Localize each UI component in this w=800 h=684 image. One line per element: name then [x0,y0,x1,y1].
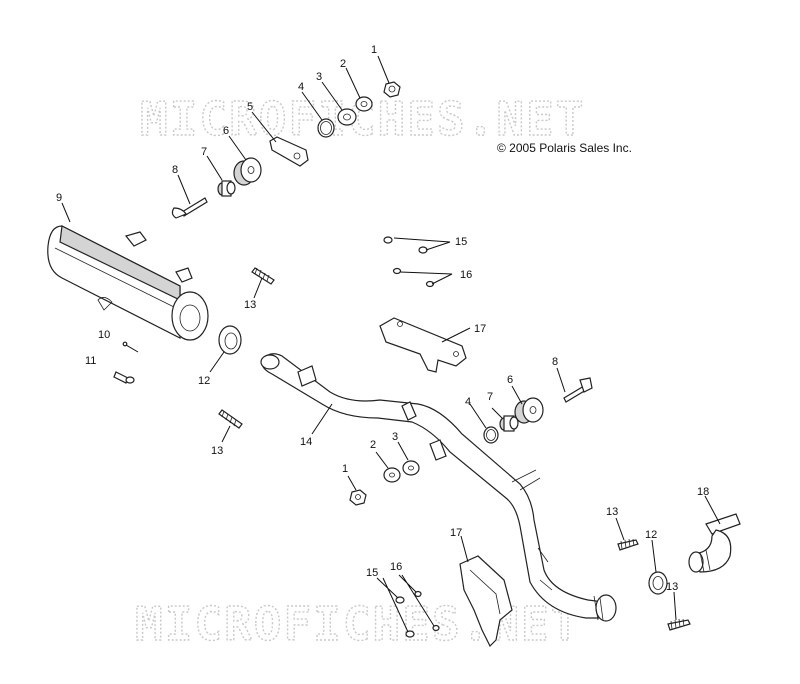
callout-13-right-upper: 13 [606,506,618,518]
callout-17-lower: 17 [450,527,462,539]
callout-4-lower: 4 [465,396,471,408]
callout-13-upper: 13 [244,299,256,311]
callout-14: 14 [300,436,312,448]
washer-part-3-lower [402,460,420,476]
callout-13-lower: 13 [211,445,223,457]
nut-part-1-upper [383,81,401,98]
ring-part-4-upper [317,118,335,138]
callout-13-right-lower: 13 [666,581,678,593]
heat-shield-part-17-upper [379,317,467,373]
bolt-part-8-lower [563,377,593,403]
callout-2-upper: 2 [340,58,346,70]
callout-10: 10 [98,329,110,341]
callout-16-upper: 16 [460,269,472,281]
callout-6-upper: 6 [223,125,229,137]
washer-part-16-lower [414,590,440,632]
callout-8-upper: 8 [172,164,178,176]
callout-16-lower: 16 [390,561,402,573]
heat-shield-part-17-lower [459,555,513,648]
pin-part-10 [122,341,139,353]
callout-12-left: 12 [198,375,210,387]
callout-17-upper: 17 [474,323,486,335]
copyright-notice: © 2005 Polaris Sales Inc. [497,141,632,155]
callout-18: 18 [697,486,709,498]
callout-6-lower: 6 [507,374,513,386]
callout-9: 9 [56,192,62,204]
gasket-part-12-left [218,325,242,355]
callout-15-upper: 15 [455,236,467,248]
callout-labels: 1 2 3 4 5 6 7 8 9 10 11 12 13 13 14 15 1… [56,44,709,593]
nut-part-1-lower [349,489,367,506]
spring-part-13-lower [218,409,243,429]
callout-7-lower: 7 [487,391,493,403]
bolt-part-8-upper [171,197,208,219]
spacer-part-7-lower [499,415,519,432]
elbow-part-18 [688,513,741,573]
watermark-bottom: MICROFICHES.NET [135,597,580,651]
callout-1-lower: 1 [342,463,348,475]
washer-part-2-upper [355,96,373,112]
callout-2-lower: 2 [370,439,376,451]
callout-15-lower: 15 [366,567,378,579]
callout-3-lower: 3 [392,431,398,443]
spring-part-13-right-lower [667,618,691,631]
leader-lines [61,55,721,633]
washer-part-2-lower [383,467,401,483]
callout-5: 5 [247,101,253,113]
callout-8-lower: 8 [552,356,558,368]
washer-part-16-upper [392,267,435,288]
bracket-part-5 [269,136,309,167]
callout-7-upper: 7 [201,146,207,158]
washer-part-3-upper [337,108,357,126]
gasket-part-12-right [648,571,668,595]
callout-3-upper: 3 [316,71,322,83]
ring-part-4-lower [483,426,499,444]
callout-12-right: 12 [645,529,657,541]
callout-4-upper: 4 [298,81,304,93]
muffler-part-9 [47,225,209,341]
screw-part-15-upper [383,236,428,254]
spring-part-13-upper [251,267,275,285]
spacer-part-7-upper [217,180,236,197]
callout-11: 11 [85,355,96,367]
plug-part-11 [113,371,135,384]
screw-part-15-lower [395,596,415,638]
grommet-part-6-lower [514,397,544,424]
head-pipe-part-14 [260,353,617,622]
callout-1-upper: 1 [371,44,377,56]
spring-part-13-right-upper [617,538,639,551]
grommet-part-6-upper [233,157,262,186]
